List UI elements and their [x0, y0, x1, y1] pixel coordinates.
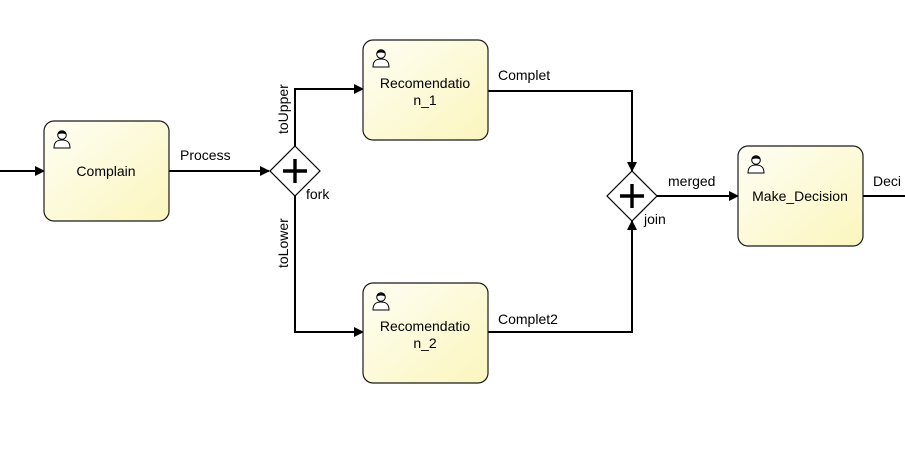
flow-label-complet2: Complet2 — [498, 311, 558, 327]
parallel-gateway-plus-icon — [620, 184, 644, 208]
task-recomendation-2[interactable]: Recomendatio n_2 — [362, 282, 489, 384]
flow-to-lower[interactable] — [294, 196, 364, 337]
task-label-line-2: n_2 — [413, 335, 437, 351]
flow-label-process: Process — [180, 147, 231, 163]
task-label-line-2: n_1 — [413, 92, 437, 108]
task-complain[interactable]: Complain — [43, 120, 170, 222]
flow-label-to-upper: toUpper — [275, 84, 291, 134]
task-label-line-1: Recomendatio — [380, 318, 470, 334]
task-label: Make_Decision — [752, 188, 848, 204]
task-label: Complain — [76, 163, 135, 179]
parallel-gateway-plus-icon — [283, 159, 307, 183]
flow-complet[interactable] — [488, 90, 637, 172]
flow-complet2[interactable] — [488, 220, 637, 333]
flow-label-decision-out: Deci — [873, 173, 901, 189]
gateway-fork[interactable] — [269, 145, 321, 197]
flow-label-merged: merged — [668, 173, 715, 189]
gateway-label-fork: fork — [306, 186, 330, 202]
gateway-label-join: join — [643, 211, 666, 227]
flow-label-complet: Complet — [498, 67, 550, 83]
flow-to-upper[interactable] — [294, 84, 364, 146]
task-make-decision[interactable]: Make_Decision — [737, 145, 864, 247]
task-label-line-1: Recomendatio — [380, 75, 470, 91]
task-recomendation-1[interactable]: Recomendatio n_1 — [362, 39, 489, 141]
flow-label-to-lower: toLower — [275, 218, 291, 268]
gateway-join[interactable] — [606, 170, 658, 222]
